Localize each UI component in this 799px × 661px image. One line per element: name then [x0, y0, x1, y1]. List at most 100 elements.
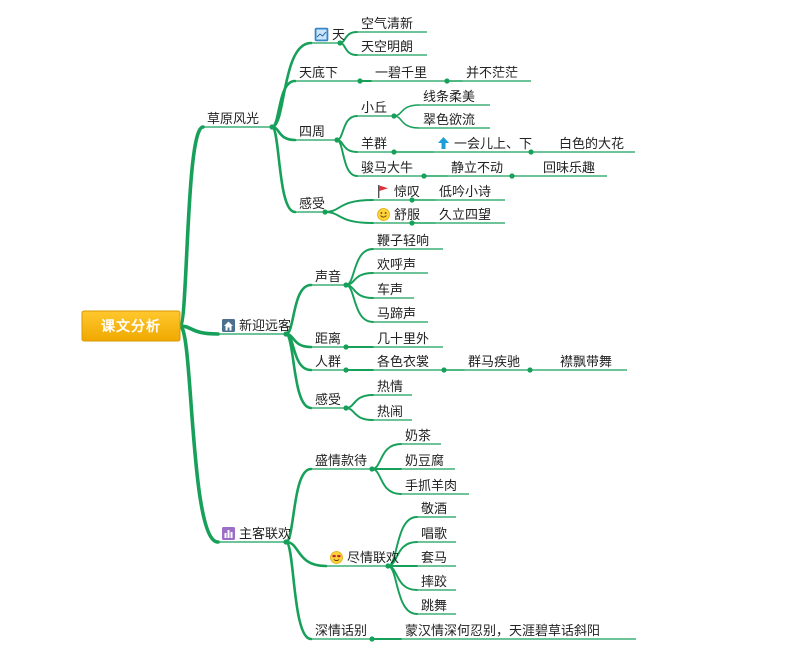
- node-label: 羊群: [361, 136, 387, 152]
- subtopic-node[interactable]: 跳舞: [417, 599, 456, 615]
- connector-line: [178, 125, 205, 328]
- node-label: 马蹄声: [377, 306, 416, 322]
- topic-node[interactable]: 四周: [295, 125, 340, 143]
- subtopic-node[interactable]: 鞭子轻响: [373, 233, 443, 250]
- junction-dot: [421, 173, 427, 179]
- subtopic-node[interactable]: 小丘: [357, 101, 397, 119]
- node-label: 静立不动: [451, 161, 503, 176]
- junction-dot: [391, 149, 397, 155]
- subtopic-node[interactable]: 唱歌: [417, 527, 456, 543]
- junction-dot: [343, 405, 349, 411]
- connector-line: [387, 565, 418, 615]
- subtopic-node[interactable]: 套马: [417, 550, 456, 567]
- subtopic-node[interactable]: 骏马大牛: [357, 161, 427, 179]
- subtopic-node[interactable]: 车声: [373, 282, 414, 299]
- subtopic-node[interactable]: 敬酒: [417, 501, 456, 518]
- connector-line: [284, 540, 328, 568]
- subtopic-node[interactable]: 手抓羊肉: [401, 478, 469, 495]
- branch-node[interactable]: 新迎远客: [218, 318, 291, 337]
- subtopic-node[interactable]: 白色的大花: [555, 136, 635, 153]
- junction-dot: [409, 220, 415, 226]
- junction-dot: [283, 539, 289, 545]
- subtopic-node[interactable]: 摔跤: [417, 574, 456, 591]
- subtopic-node[interactable]: 蒙汉情深何忍别，天涯碧草话斜阳: [401, 623, 636, 640]
- connector-line: [393, 115, 420, 129]
- subtopic-node[interactable]: 一碧千里: [371, 66, 450, 84]
- subtopic-node[interactable]: 几十里外: [373, 332, 443, 348]
- subtopic-node[interactable]: 翠色欲流: [419, 112, 490, 129]
- subtopic-node[interactable]: 静立不动: [447, 161, 515, 179]
- junction-dot: [369, 636, 375, 642]
- connector-line: [345, 284, 374, 323]
- node-label: 感受: [315, 392, 341, 408]
- topic-node[interactable]: 天: [311, 28, 345, 46]
- node-label: 欢呼声: [377, 258, 416, 273]
- node-label: 一会儿上、下: [454, 137, 532, 152]
- subtopic-node[interactable]: 低吟小诗: [435, 184, 505, 201]
- junction-dot: [322, 209, 328, 215]
- junction-dot: [509, 173, 515, 179]
- subtopic-node[interactable]: 线条柔美: [419, 89, 490, 106]
- node-label: 各色衣裳: [377, 354, 429, 370]
- topic-node[interactable]: 感受: [295, 196, 328, 215]
- branch-node[interactable]: 草原风光: [203, 112, 275, 130]
- node-label: 尽情联欢: [347, 551, 399, 566]
- node-label: 群马疾驰: [468, 355, 520, 370]
- junction-dot: [528, 149, 534, 155]
- connector-line: [178, 324, 220, 336]
- node-label: 主客联欢: [239, 526, 291, 542]
- node-label: 骏马大牛: [361, 161, 413, 176]
- subtopic-node[interactable]: 空气清新: [357, 16, 427, 33]
- topic-node[interactable]: 天底下: [295, 65, 363, 84]
- subtopic-node[interactable]: 各色衣裳: [373, 354, 447, 373]
- connector-line: [371, 443, 402, 470]
- subtopic-node[interactable]: 马蹄声: [373, 306, 428, 323]
- subtopic-node[interactable]: 羊群: [357, 136, 397, 155]
- subtopic-node[interactable]: 群马疾驰: [464, 355, 533, 373]
- root-node[interactable]: 课文分析: [81, 310, 181, 342]
- topic-node[interactable]: 感受: [311, 392, 349, 411]
- subtopic-node[interactable]: 天空明朗: [357, 40, 427, 56]
- subtopic-node[interactable]: 奶茶: [401, 428, 441, 445]
- subtopic-node[interactable]: 惊叹: [373, 185, 420, 203]
- node-label: 惊叹: [394, 185, 420, 200]
- branch-node[interactable]: 主客联欢: [218, 526, 291, 545]
- topic-node[interactable]: 尽情联欢: [326, 551, 399, 569]
- junction-dot: [343, 282, 349, 288]
- root-label: 课文分析: [101, 318, 161, 335]
- house-icon: [222, 319, 235, 332]
- topic-node[interactable]: 盛情款待: [311, 454, 375, 472]
- topic-node[interactable]: 人群: [311, 355, 349, 373]
- subtopic-node[interactable]: 奶豆腐: [401, 454, 455, 470]
- blue-sky-icon: [314, 27, 329, 42]
- subtopic-node[interactable]: 热闹: [373, 405, 412, 421]
- subtopic-node[interactable]: 襟飘带舞: [556, 355, 627, 371]
- node-label: 线条柔美: [423, 89, 475, 105]
- node-label: 天底下: [299, 65, 338, 81]
- node-label: 声音: [315, 269, 341, 285]
- connector-line: [339, 42, 358, 56]
- topic-node[interactable]: 深情话别: [311, 624, 375, 642]
- subtopic-node[interactable]: 并不茫茫: [462, 66, 531, 82]
- node-label: 白色的大花: [559, 136, 624, 152]
- topic-node[interactable]: 声音: [311, 269, 349, 288]
- subtopic-node[interactable]: 久立四望: [435, 207, 505, 224]
- subtopic-node[interactable]: 一会儿上、下: [433, 137, 534, 155]
- node-label: 新迎远客: [239, 318, 291, 334]
- node-label: 距离: [315, 331, 341, 347]
- topic-node[interactable]: 距离: [311, 331, 349, 350]
- connector-line: [345, 407, 374, 421]
- node-label: 奶茶: [405, 428, 431, 444]
- subtopic-node[interactable]: 热情: [373, 380, 412, 396]
- connector-line: [345, 248, 374, 286]
- junction-dot: [444, 78, 450, 84]
- connector-line: [178, 324, 220, 544]
- subtopic-node[interactable]: 欢呼声: [373, 258, 428, 274]
- bar-chart-icon: [222, 527, 235, 540]
- node-label: 草原风光: [207, 112, 259, 127]
- subtopic-node[interactable]: 舒服: [373, 208, 420, 226]
- node-label: 车声: [377, 282, 403, 298]
- subtopic-node[interactable]: 回味乐趣: [539, 161, 607, 177]
- node-label: 蒙汉情深何忍别，天涯碧草话斜阳: [405, 623, 600, 639]
- node-label: 舒服: [394, 208, 420, 223]
